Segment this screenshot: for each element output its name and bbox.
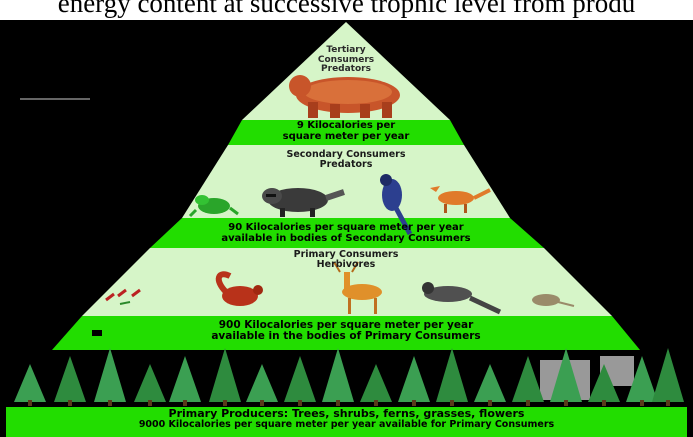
pine-tree-shape: [398, 356, 430, 402]
pine-tree-trunk: [108, 400, 112, 406]
pine-tree-trunk: [28, 400, 32, 406]
tertiary-energy-line2: square meter per year: [236, 132, 456, 143]
pine-tree-shape: [322, 348, 354, 402]
figure-caption: energy content at successive trophic lev…: [0, 0, 693, 20]
pine-tree-shape: [652, 348, 684, 402]
pine-tree-trunk: [336, 400, 340, 406]
primary-energy-line2: available in the bodies of Primary Consu…: [96, 331, 596, 342]
pine-tree-shape: [512, 356, 544, 402]
pine-tree-shape: [360, 364, 392, 402]
secondary-energy-line2: available in bodies of Secondary Consume…: [146, 234, 546, 245]
pine-tree-trunk: [374, 400, 378, 406]
tertiary-title-line3: Predators: [296, 65, 396, 75]
pine-tree-trunk: [298, 400, 302, 406]
tertiary-title: Tertiary Consumers Predators: [296, 46, 396, 75]
marker-dash: [20, 98, 90, 100]
pine-tree-shape: [169, 356, 201, 402]
producers-energy: 9000 Kilocalories per square meter per y…: [6, 420, 687, 430]
pine-tree-trunk: [640, 400, 644, 406]
pyramid-canvas: Tertiary Consumers Predators 9 Kilocalor…: [0, 20, 693, 437]
pine-tree-shape: [436, 348, 468, 402]
pine-tree-trunk: [602, 400, 606, 406]
producers-label: Primary Producers: Trees, shrubs, ferns,…: [6, 408, 687, 430]
pine-tree-shape: [134, 364, 166, 402]
primary-title-line2: Herbivores: [246, 260, 446, 270]
pine-tree-trunk: [183, 400, 187, 406]
pine-tree-shape: [54, 356, 86, 402]
pine-tree-shape: [474, 364, 506, 402]
pine-tree-trunk: [260, 400, 264, 406]
pine-tree-trunk: [488, 400, 492, 406]
pine-tree-trunk: [666, 400, 670, 406]
pine-tree-icon: [14, 348, 684, 406]
tertiary-energy-label: 9 Kilocalories per square meter per year: [236, 121, 456, 143]
pine-tree-trunk: [68, 400, 72, 406]
pine-tree-trunk: [148, 400, 152, 406]
pine-tree-trunk: [223, 400, 227, 406]
pine-tree-shape: [209, 348, 241, 402]
primary-title: Primary Consumers Herbivores: [246, 250, 446, 271]
pine-tree-shape: [14, 364, 46, 402]
pine-tree-trunk: [450, 400, 454, 406]
pine-tree-shape: [284, 356, 316, 402]
pine-tree-trunk: [412, 400, 416, 406]
primary-energy-label: 900 Kilocalories per square meter per ye…: [96, 320, 596, 343]
pine-tree-shape: [246, 364, 278, 402]
pine-tree-trunk: [526, 400, 530, 406]
pine-tree-shape: [94, 348, 126, 402]
pine-tree-trunk: [564, 400, 568, 406]
secondary-title: Secondary Consumers Predators: [246, 150, 446, 171]
secondary-title-line2: Predators: [246, 160, 446, 170]
secondary-energy-label: 90 Kilocalories per square meter per yea…: [146, 223, 546, 245]
